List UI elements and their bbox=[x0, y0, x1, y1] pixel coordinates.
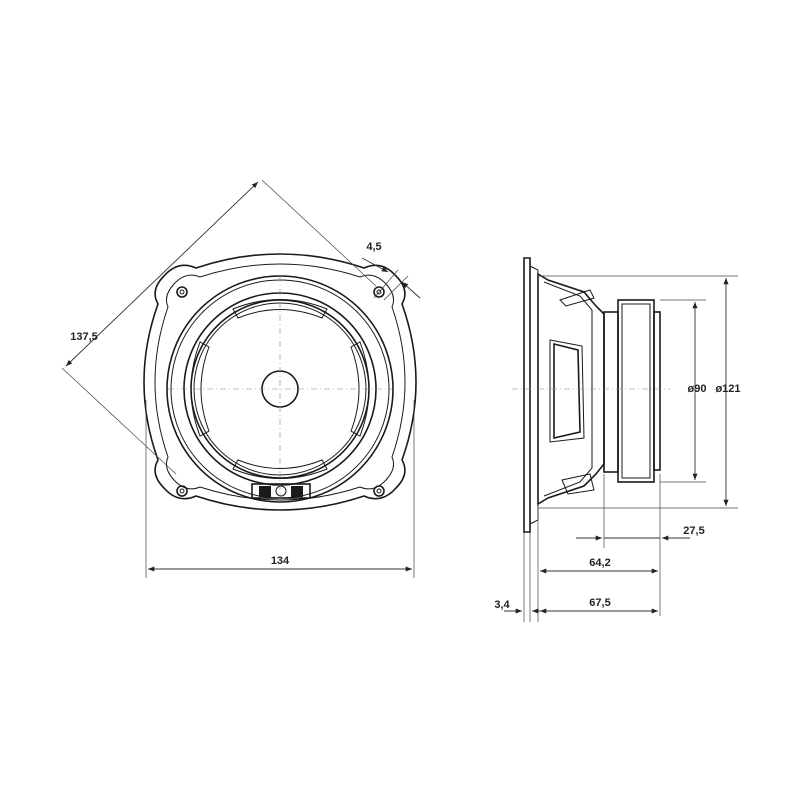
dim-label-hole: 4,5 bbox=[366, 241, 381, 253]
side-view: ø121 ø90 27,5 64,2 3,4 67,5 bbox=[494, 257, 741, 622]
basket-windows bbox=[190, 299, 370, 479]
dim-label-diagonal: 137,5 bbox=[70, 331, 98, 343]
dim-label-basket-depth: 64,2 bbox=[589, 557, 610, 569]
dim-label-total-depth: 67,5 bbox=[589, 597, 610, 609]
front-view: 134 137,5 4,5 bbox=[61, 179, 421, 578]
dim-line-diagonal bbox=[65, 181, 259, 367]
mounting-holes bbox=[176, 286, 385, 497]
dim-label-magnet-diameter: ø90 bbox=[688, 383, 707, 395]
magnet-plate-back bbox=[653, 311, 661, 471]
magnet-plate-front bbox=[603, 311, 619, 473]
dim-label-flange: 3,4 bbox=[494, 599, 510, 611]
terminal-block bbox=[251, 483, 311, 499]
dim-label-width: 134 bbox=[271, 555, 290, 567]
flange bbox=[523, 257, 531, 533]
dim-label-magnet-depth: 27,5 bbox=[683, 525, 704, 537]
dim-label-frame-diameter: ø121 bbox=[715, 383, 740, 395]
dim-line-hole bbox=[361, 257, 389, 273]
magnet bbox=[617, 299, 655, 483]
